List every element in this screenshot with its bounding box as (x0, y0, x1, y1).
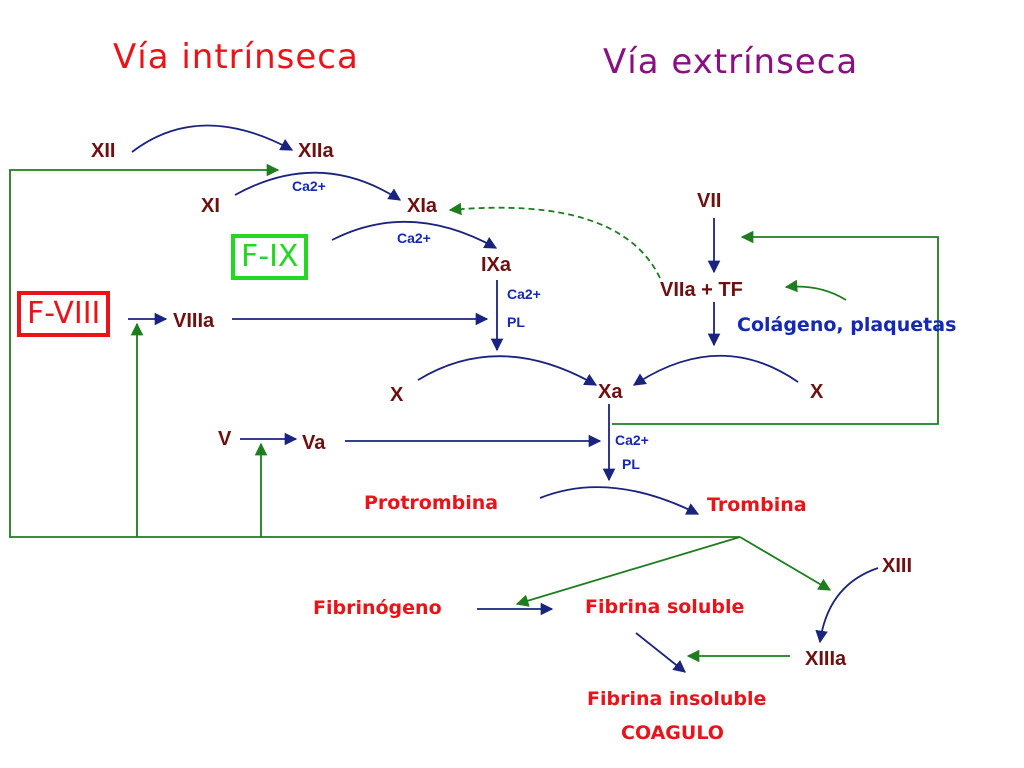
factor-ixa: IXa (481, 254, 512, 276)
factor-x-intrinsic: X (390, 384, 404, 406)
arrow-thrombin-to-xiii (739, 536, 832, 591)
cofactor-calcium: Ca2+ (292, 178, 326, 194)
factor-vii: VII (697, 190, 722, 212)
box-f-viii: F-VIII (17, 291, 111, 337)
product-trombina: Trombina (707, 494, 807, 516)
feedback-viia-to-xia (448, 202, 661, 279)
arrow-xiii-to-xiiia (815, 567, 879, 644)
arrow-x-right-to-xa (632, 354, 799, 386)
factor-xi: XI (201, 195, 220, 217)
feedback-xa-to-vii (612, 230, 939, 425)
factor-x-extrinsic: X (810, 381, 824, 403)
title-extrinsic-pathway: Vía extrínseca (603, 42, 859, 82)
cofactor-phospholipid: PL (622, 456, 640, 472)
trigger-colageno-plaquetas: Colágeno, plaquetas (737, 314, 957, 336)
product-protrombina: Protrombina (364, 492, 499, 514)
arrow-colageno-to-viia (784, 279, 847, 301)
feedback-thrombin-loop (9, 163, 740, 538)
factor-xiiia: XIIIa (805, 648, 847, 670)
title-intrinsic-pathway: Vía intrínseca (113, 37, 359, 77)
arrow-protrombina-to-trombina (539, 486, 700, 515)
factor-va: Va (302, 432, 326, 454)
factor-xii: XII (91, 140, 116, 162)
arrow-soluble-to-insoluble (635, 632, 686, 673)
cofactor-calcium: Ca2+ (615, 432, 649, 448)
factor-xa: Xa (598, 381, 623, 403)
cofactor-calcium: Ca2+ (507, 286, 541, 302)
arrow-xii-to-xiia (131, 124, 294, 153)
factor-xiii: XIII (882, 555, 913, 577)
cofactor-calcium: Ca2+ (397, 230, 431, 246)
factor-viia-tissue-factor: VIIa + TF (660, 279, 743, 301)
product-coagulo: COAGULO (621, 722, 724, 744)
box-f-ix: F-IX (231, 234, 309, 280)
arrow-thrombin-to-fibrinogen (515, 536, 741, 607)
arrow-fix-to-ixa (331, 220, 498, 249)
cofactor-phospholipid: PL (507, 314, 525, 330)
product-fibrinogeno: Fibrinógeno (313, 597, 442, 619)
factor-viiia: VIIIa (173, 310, 215, 332)
arrow-x-left-to-xa (417, 355, 598, 386)
product-fibrina-soluble: Fibrina soluble (585, 596, 745, 618)
factor-v: V (218, 428, 232, 450)
arrow-xi-to-xia (234, 171, 402, 201)
product-fibrina-insoluble: Fibrina insoluble (587, 688, 767, 710)
factor-xia: XIa (407, 195, 438, 217)
factor-xiia: XIIa (298, 140, 334, 162)
